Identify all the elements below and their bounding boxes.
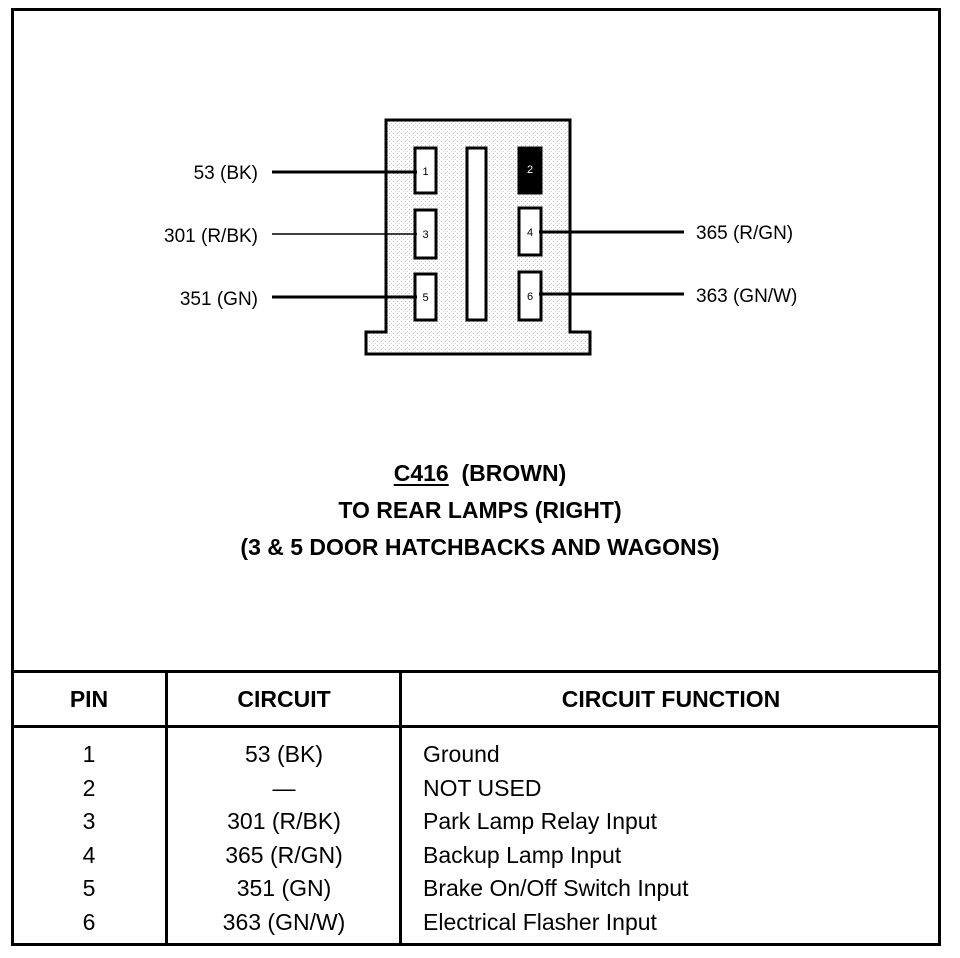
table-cell-function: Ground (423, 741, 500, 767)
wire-label-pin-5: 351 (GN) (180, 289, 258, 310)
pin-number: 3 (422, 229, 428, 241)
wire-label-pin-4: 365 (R/GN) (696, 223, 793, 244)
connector-code: C416 (393, 460, 449, 486)
table-cell-pin: 1 (82, 741, 96, 767)
pin-number: 5 (422, 292, 428, 304)
caption-line-1: C416 (BROWN) (0, 455, 960, 492)
wire-label-pin-1: 53 (BK) (194, 163, 258, 184)
pin-cavity-4: 4 (517, 206, 543, 257)
header-circuit-function: CIRCUIT FUNCTION (561, 686, 781, 712)
function-column: Ground NOT USED Park Lamp Relay Input Ba… (423, 738, 933, 939)
pin-cavity-1: 1 (413, 146, 438, 195)
pin-cavity-2: 2 (517, 146, 543, 195)
pin-number: 6 (527, 291, 533, 303)
table-cell-circuit: — (272, 774, 296, 801)
table-top-rule (11, 670, 941, 673)
wire-label-pin-3: 301 (R/BK) (164, 226, 258, 247)
pin-cavity-6: 6 (517, 270, 543, 322)
table-cell-pin: 4 (82, 841, 96, 868)
table-cell-pin: 5 (82, 875, 96, 901)
table-header-rule (11, 725, 941, 728)
caption-line-3: (3 & 5 DOOR HATCHBACKS AND WAGONS) (240, 534, 720, 560)
header-pin: PIN (69, 686, 109, 712)
table-cell-pin: 2 (82, 774, 96, 801)
table-column-rule (165, 670, 168, 946)
header-circuit: CIRCUIT (237, 686, 331, 712)
table-cell-function: NOT USED (423, 774, 542, 801)
table-cell-circuit: 351 (GN) (236, 875, 332, 901)
table-cell-circuit: 53 (BK) (245, 741, 323, 767)
pin-table: PIN CIRCUIT CIRCUIT FUNCTION 1 2 3 4 5 6… (11, 670, 941, 946)
circuit-column: 53 (BK) — 301 (R/BK) 365 (R/GN) 351 (GN)… (167, 738, 401, 939)
table-cell-function: Backup Lamp Input (423, 841, 622, 868)
table-cell-function: Brake On/Off Switch Input (423, 875, 689, 901)
table-cell-function: Park Lamp Relay Input (423, 808, 657, 834)
pin-number: 1 (422, 166, 428, 178)
pin-column: 1 2 3 4 5 6 (11, 738, 167, 939)
table-cell-circuit: 365 (R/GN) (225, 841, 343, 868)
pin-cavity-3: 3 (413, 208, 438, 260)
wire-label-pin-6: 363 (GN/W) (696, 286, 797, 307)
pin-cavity-5: 5 (413, 272, 438, 322)
connector-color: (BROWN) (461, 460, 567, 486)
table-column-rule (399, 670, 402, 946)
connector-diagram: 1 2 3 4 5 6 53 (BK) 301 (R/BK) 351 (GN) … (164, 118, 797, 356)
table-cell-circuit: 301 (R/BK) (227, 808, 341, 834)
pin-number: 2 (527, 164, 533, 176)
connector-caption: C416 (BROWN) TO REAR LAMPS (RIGHT) (3 & … (0, 455, 960, 566)
table-cell-pin: 6 (82, 908, 96, 935)
pin-number: 4 (527, 227, 533, 239)
table-cell-circuit: 363 (GN/W) (222, 908, 346, 935)
connector-center-slot (465, 146, 488, 322)
table-cell-pin: 3 (82, 808, 96, 834)
caption-line-2: TO REAR LAMPS (RIGHT) (338, 497, 622, 523)
table-cell-function: Electrical Flasher Input (423, 908, 657, 935)
